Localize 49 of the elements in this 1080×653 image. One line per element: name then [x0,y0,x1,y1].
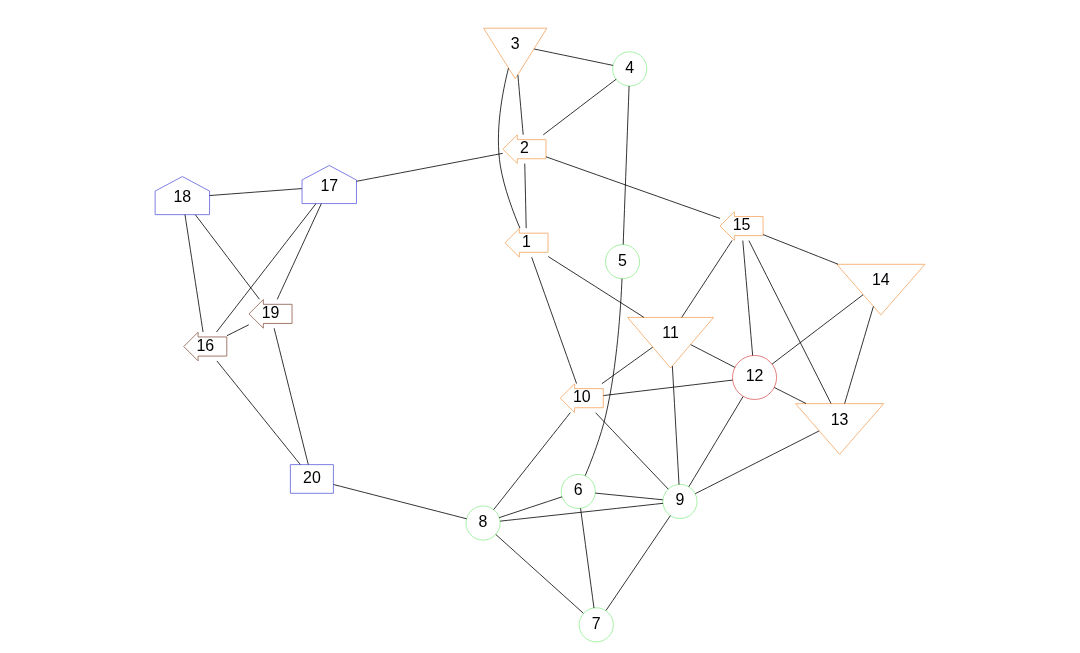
node-circle: 8 [465,505,501,541]
connector [605,515,671,611]
connector [542,78,617,136]
node-circle: 9 [662,484,698,519]
node-circle: 5 [605,244,641,280]
connector [493,412,571,511]
connector [216,203,317,333]
connector [748,240,832,404]
connector [694,430,820,495]
connector [533,48,614,66]
connector [216,360,301,465]
connector [594,492,664,501]
connector [276,203,322,300]
connector [194,214,260,300]
connector [584,278,623,477]
connector [333,484,468,520]
connector [547,256,645,318]
connector [580,507,595,609]
connector [771,294,864,365]
connector [603,379,734,396]
connector [681,240,733,318]
connector [524,163,527,229]
connector [844,306,874,404]
connector [499,502,664,522]
connector [209,188,303,196]
connector [595,412,669,490]
node-box: 20 [290,464,334,494]
connector [498,67,521,229]
node-circle: 7 [578,607,614,643]
connector [184,214,204,333]
connector [688,396,744,488]
connector [690,344,736,368]
connector [273,327,309,465]
connector [622,85,630,245]
node-circle: 4 [612,51,648,87]
connector [531,256,577,384]
connector [495,534,584,614]
connector [356,152,504,182]
connector [762,234,839,265]
connector [672,365,680,485]
connector [226,324,250,337]
connector [601,346,654,385]
connector [517,74,524,136]
node-circle: 6 [560,473,596,509]
connector [742,240,754,356]
connector [545,156,721,219]
connector [773,387,807,404]
connector [498,496,563,519]
node-circle: 12 [732,355,777,400]
